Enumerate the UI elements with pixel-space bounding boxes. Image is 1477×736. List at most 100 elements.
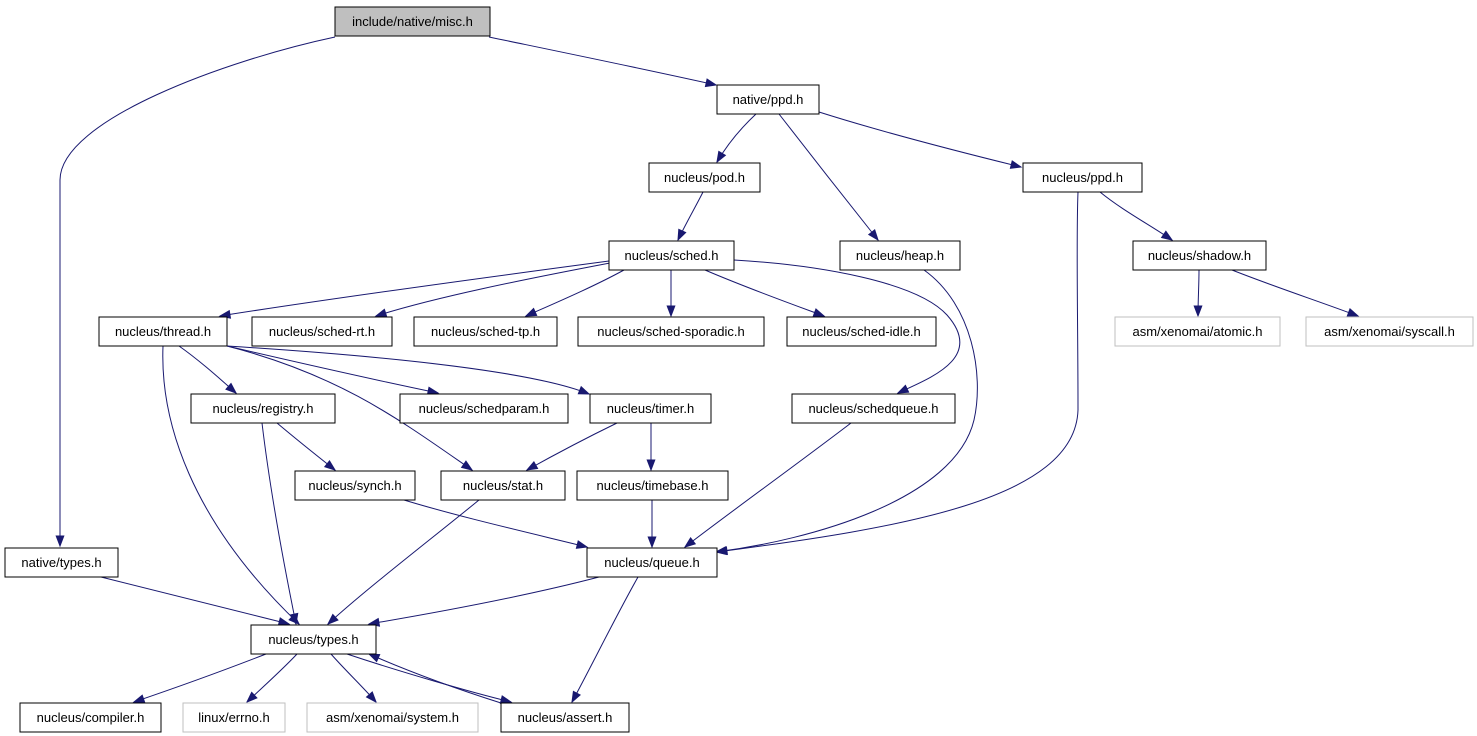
node-label: asm/xenomai/atomic.h bbox=[1132, 324, 1262, 339]
edge-arrowhead bbox=[499, 695, 513, 704]
node-nucleus-types[interactable]: nucleus/types.h bbox=[250, 624, 377, 655]
node-label: nucleus/sched-tp.h bbox=[431, 324, 540, 339]
node-box bbox=[839, 240, 961, 271]
edge-misc-to-native_ppd bbox=[488, 36, 718, 88]
edge-line bbox=[59, 36, 336, 546]
edge-arrowhead bbox=[575, 540, 589, 549]
edge-line bbox=[778, 113, 879, 241]
edge-registry-to-nucleus_types bbox=[261, 422, 299, 626]
node-sched-rt[interactable]: nucleus/sched-rt.h bbox=[251, 316, 393, 347]
node-timer[interactable]: nucleus/timer.h bbox=[589, 393, 712, 424]
node-box bbox=[306, 702, 479, 733]
node-label: nucleus/shadow.h bbox=[1148, 248, 1251, 263]
node-label: nucleus/compiler.h bbox=[37, 710, 145, 725]
node-box bbox=[1132, 240, 1267, 271]
node-sched-tp[interactable]: nucleus/sched-tp.h bbox=[413, 316, 558, 347]
node-label: asm/xenomai/system.h bbox=[326, 710, 459, 725]
edge-registry-to-synch bbox=[276, 422, 337, 471]
node-nucleus-ppd[interactable]: nucleus/ppd.h bbox=[1022, 162, 1143, 193]
node-box bbox=[648, 162, 761, 193]
edge-nucleus_types-to-linux_errno bbox=[245, 653, 298, 703]
node-synch[interactable]: nucleus/synch.h bbox=[294, 470, 416, 501]
node-box bbox=[1022, 162, 1143, 193]
edge-timer-to-timebase bbox=[646, 422, 656, 472]
edge-arrowhead bbox=[245, 691, 258, 703]
node-linux-errno[interactable]: linux/errno.h bbox=[182, 702, 286, 733]
node-sched-idle[interactable]: nucleus/sched-idle.h bbox=[786, 316, 937, 347]
node-nucleus-pod[interactable]: nucleus/pod.h bbox=[648, 162, 761, 193]
node-nucleus-shadow[interactable]: nucleus/shadow.h bbox=[1132, 240, 1267, 271]
node-box bbox=[98, 316, 228, 347]
node-schedparam[interactable]: nucleus/schedparam.h bbox=[399, 393, 569, 424]
node-native-ppd[interactable]: native/ppd.h bbox=[716, 84, 820, 115]
edge-arrowhead bbox=[646, 459, 656, 472]
node-label: nucleus/thread.h bbox=[115, 324, 211, 339]
node-timebase[interactable]: nucleus/timebase.h bbox=[576, 470, 729, 501]
edge-line bbox=[375, 262, 611, 317]
edge-nucleus_sched-to-sched_idle bbox=[704, 269, 826, 317]
edge-arrowhead bbox=[367, 653, 381, 663]
edge-arrowhead bbox=[225, 382, 238, 394]
edge-nucleus_thread-to-stat bbox=[226, 345, 474, 471]
node-nucleus-sched[interactable]: nucleus/sched.h bbox=[608, 240, 735, 271]
node-nucleus-heap[interactable]: nucleus/heap.h bbox=[839, 240, 961, 271]
edge-line bbox=[327, 499, 480, 625]
edge-line bbox=[818, 111, 1022, 168]
edge-arrowhead bbox=[867, 228, 879, 242]
node-misc[interactable]: include/native/misc.h bbox=[334, 6, 491, 37]
node-box bbox=[791, 393, 956, 424]
node-asm-syscall[interactable]: asm/xenomai/syscall.h bbox=[1305, 316, 1474, 347]
edge-line bbox=[684, 422, 852, 548]
edge-arrowhead bbox=[326, 613, 339, 625]
edge-arrowhead bbox=[1160, 230, 1174, 241]
edge-line bbox=[733, 259, 961, 394]
edge-arrowhead bbox=[677, 228, 687, 242]
edge-queue-to-assert bbox=[571, 576, 639, 704]
edge-arrowhead bbox=[896, 384, 910, 394]
node-registry[interactable]: nucleus/registry.h bbox=[190, 393, 336, 424]
node-asm-atomic[interactable]: asm/xenomai/atomic.h bbox=[1114, 316, 1281, 347]
node-box bbox=[413, 316, 558, 347]
node-box bbox=[399, 393, 569, 424]
edge-assert-to-nucleus_types bbox=[367, 653, 502, 704]
node-box bbox=[251, 316, 393, 347]
node-box bbox=[576, 470, 729, 501]
edge-arrowhead bbox=[716, 150, 727, 164]
node-nucleus-thread[interactable]: nucleus/thread.h bbox=[98, 316, 228, 347]
edge-native_ppd-to-nucleus_ppd bbox=[818, 111, 1023, 169]
node-box bbox=[1114, 316, 1281, 347]
edge-native_ppd-to-nucleus_pod bbox=[716, 113, 757, 164]
node-native-types[interactable]: native/types.h bbox=[4, 547, 119, 578]
node-assert[interactable]: nucleus/assert.h bbox=[500, 702, 630, 733]
node-stat[interactable]: nucleus/stat.h bbox=[440, 470, 566, 501]
edge-nucleus_shadow-to-asm_syscall bbox=[1231, 269, 1360, 317]
node-box bbox=[4, 547, 119, 578]
node-compiler[interactable]: nucleus/compiler.h bbox=[19, 702, 162, 733]
edge-arrowhead bbox=[323, 459, 337, 471]
node-queue[interactable]: nucleus/queue.h bbox=[586, 547, 718, 578]
edge-nucleus_types-to-asm_system bbox=[330, 653, 377, 704]
node-sched-sporadic[interactable]: nucleus/sched-sporadic.h bbox=[577, 316, 765, 347]
node-label: linux/errno.h bbox=[198, 710, 270, 725]
node-asm-system[interactable]: asm/xenomai/system.h bbox=[306, 702, 479, 733]
edge-line bbox=[219, 260, 610, 317]
edge-line bbox=[261, 422, 297, 625]
node-label: nucleus/types.h bbox=[268, 632, 358, 647]
edge-synch-to-queue bbox=[403, 499, 589, 549]
node-box bbox=[786, 316, 937, 347]
node-box bbox=[608, 240, 735, 271]
node-label: native/types.h bbox=[21, 555, 101, 570]
edge-nucleus_ppd-to-queue bbox=[715, 191, 1079, 556]
edge-line bbox=[1231, 269, 1359, 317]
edge-line bbox=[226, 345, 473, 471]
node-label: nucleus/sched-rt.h bbox=[269, 324, 375, 339]
node-box bbox=[716, 84, 820, 115]
node-box bbox=[577, 316, 765, 347]
edge-timebase-to-queue bbox=[647, 500, 657, 549]
node-schedqueue[interactable]: nucleus/schedqueue.h bbox=[791, 393, 956, 424]
edge-arrowhead bbox=[460, 460, 474, 471]
edge-line bbox=[488, 36, 717, 86]
edge-arrowhead bbox=[647, 536, 657, 549]
edge-nucleus_sched-to-sched_rt bbox=[374, 262, 611, 318]
edge-arrowhead bbox=[1193, 305, 1203, 318]
